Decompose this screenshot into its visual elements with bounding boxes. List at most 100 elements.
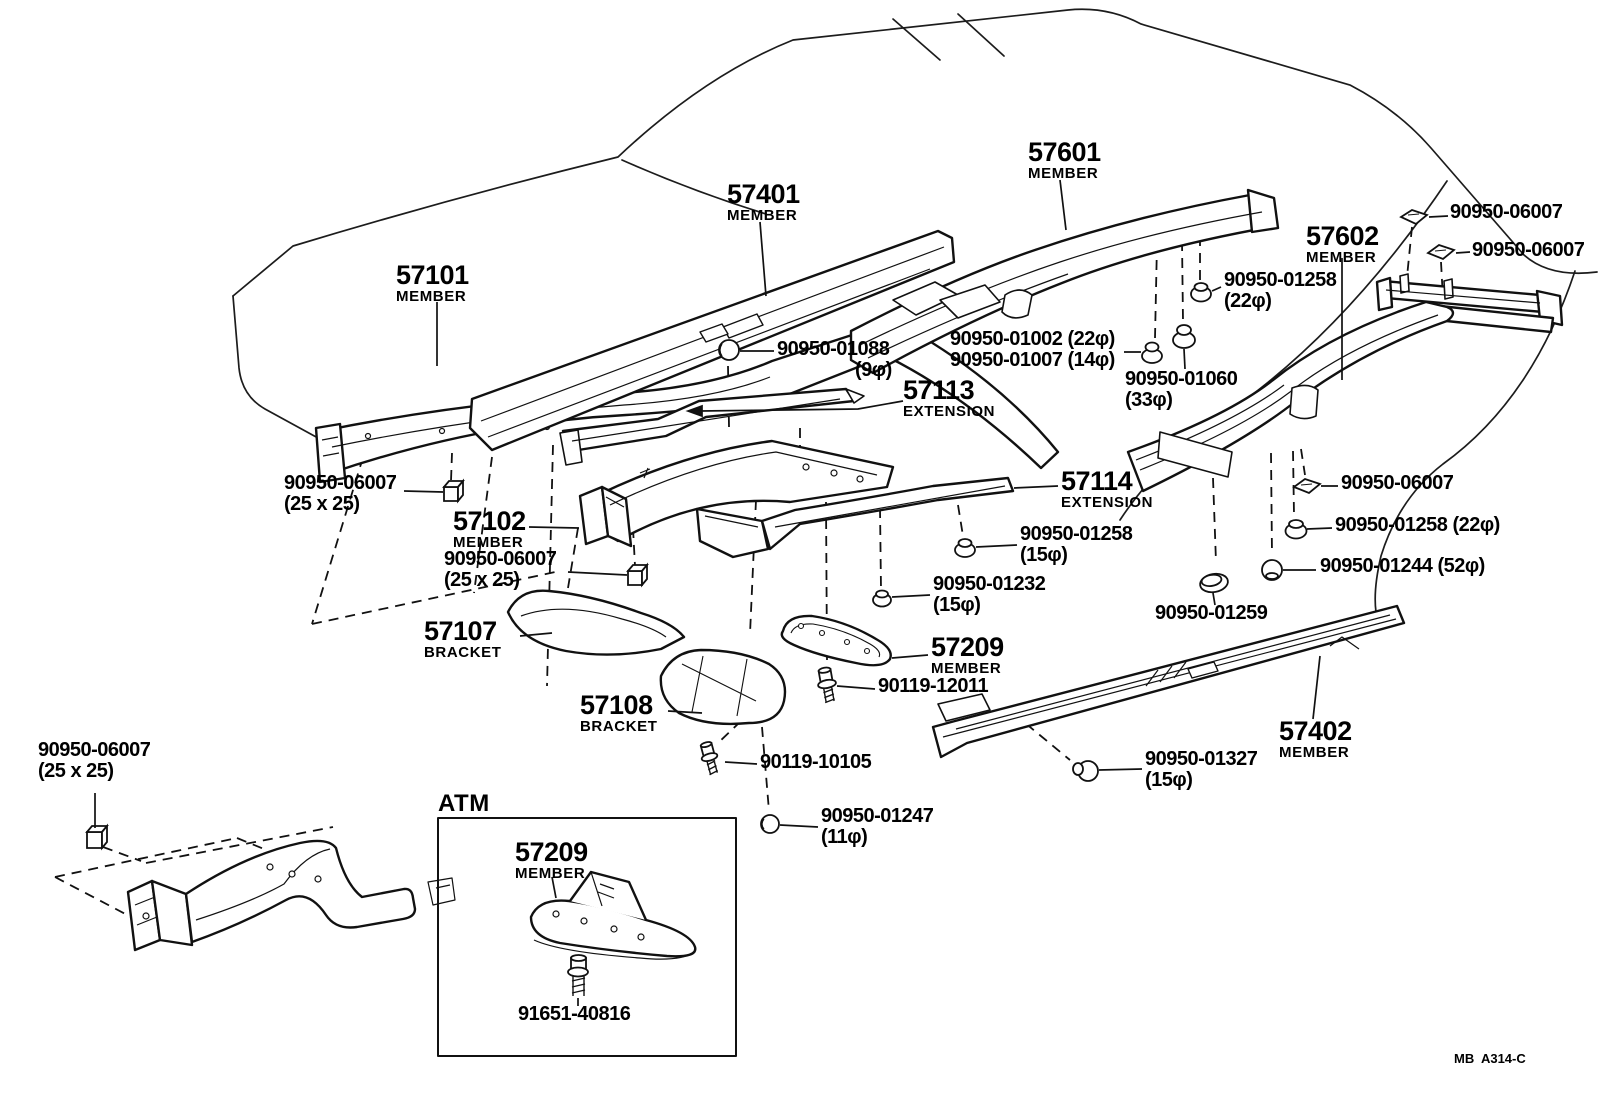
callout-90950-06007: 90950-06007(25 x 25) bbox=[284, 472, 397, 515]
part-number: 90950-06007 bbox=[1450, 201, 1563, 223]
callout-90950-01244-52-: 90950-01244 (52φ) bbox=[1320, 556, 1485, 577]
callout-90950-01259: 90950-01259 bbox=[1155, 603, 1268, 624]
callout-90119-10105: 90119-10105 bbox=[760, 751, 872, 773]
part-sub-label: (33φ) bbox=[1125, 388, 1173, 411]
part-number: 90950-01002 (22φ) bbox=[950, 328, 1115, 350]
part-number: 90119-12011 bbox=[878, 675, 989, 697]
part-number: 90950-01327 bbox=[1145, 748, 1258, 770]
cube-nut-90950-06007-bottomleft-icon bbox=[85, 823, 109, 851]
callout-90950-06007: 90950-06007(25 x 25) bbox=[38, 739, 151, 782]
part-number: 57102 bbox=[453, 506, 526, 536]
part-number: 57602 bbox=[1306, 221, 1379, 251]
part-number: 57114 bbox=[1061, 466, 1133, 496]
bottom-left-member-shape bbox=[126, 839, 456, 952]
part-number: 90950-01258 bbox=[1020, 523, 1133, 545]
part-sub-label: EXTENSION bbox=[1061, 494, 1154, 512]
part-sub-label: (15φ) bbox=[933, 593, 981, 616]
hardware-glyphs bbox=[85, 209, 1456, 996]
callout-90950-01088: 90950-01088(9φ) bbox=[777, 339, 892, 381]
atm-inset-box bbox=[437, 817, 737, 1057]
part-number: 91651-40816 bbox=[518, 1003, 631, 1025]
part-number: 57101 bbox=[396, 260, 469, 290]
part-number: 90950-06007 bbox=[284, 472, 397, 494]
nut-90950-01258-22-left-icon bbox=[1190, 282, 1212, 303]
part-number: 57209 bbox=[931, 632, 1004, 662]
part-sub-label: (9φ) bbox=[855, 358, 892, 381]
callout-90950-01002-22-: 90950-01002 (22φ)90950-01007 (14φ) bbox=[950, 329, 1115, 371]
part-sub-label: (22φ) bbox=[1224, 289, 1272, 312]
part-number: 90950-01258 bbox=[1224, 269, 1337, 291]
part-sub-label: (25 x 25) bbox=[38, 759, 114, 782]
part-sub-label: MEMBER bbox=[396, 288, 467, 306]
leader-lines bbox=[94, 179, 1471, 1006]
bracket-57107-shape bbox=[506, 589, 686, 656]
plug-90950-01088-icon bbox=[718, 339, 740, 361]
plug-90950-01259-icon bbox=[1199, 572, 1229, 594]
nut-90950-01232-icon bbox=[872, 589, 892, 608]
part-sub-label: EXTENSION bbox=[903, 403, 996, 421]
rear-crossmember-shape bbox=[1375, 273, 1564, 334]
part-number: 90950-06007 bbox=[444, 548, 557, 570]
callout-90950-01060: 90950-01060(33φ) bbox=[1125, 369, 1238, 411]
bolt-90119-10105-icon bbox=[699, 741, 719, 776]
part-number: 57108 bbox=[580, 690, 653, 720]
part-number: 57601 bbox=[1028, 137, 1101, 167]
part-number: 90950-01244 (52φ) bbox=[1320, 555, 1485, 577]
callout-90950-06007: 90950-06007 bbox=[1472, 239, 1585, 261]
part-number: 90950-06007 bbox=[1341, 472, 1454, 494]
bracket-57108-shape bbox=[659, 648, 787, 726]
part-number: 90950-01247 bbox=[821, 805, 934, 827]
plug-90950-01244-icon bbox=[1261, 559, 1283, 581]
clip-90950-06007-top2-icon bbox=[1426, 243, 1456, 261]
callout-90950-01247: 90950-01247(11φ) bbox=[821, 805, 934, 848]
clip-90950-06007-top1-icon bbox=[1399, 209, 1429, 226]
part-sub-label: (15φ) bbox=[1145, 768, 1193, 791]
part-sub-label: MEMBER bbox=[727, 207, 798, 225]
part-number: 90950-06007 bbox=[1472, 239, 1585, 261]
part-sub-label: MEMBER bbox=[1306, 249, 1377, 267]
callout-90950-01327: 90950-01327(15φ) bbox=[1145, 748, 1258, 791]
part-number: 90950-01258 (22φ) bbox=[1335, 514, 1500, 536]
part-sub-label: MEMBER bbox=[515, 865, 586, 883]
part-number: 57113 bbox=[903, 375, 975, 405]
member-57209-shape bbox=[780, 614, 892, 667]
part-number: 90950-01088 bbox=[777, 338, 890, 360]
part-sub-label: BRACKET bbox=[580, 718, 658, 736]
part-sub-label: BRACKET bbox=[424, 644, 502, 662]
part-sub-label: (25 x 25) bbox=[444, 568, 520, 591]
nut-90950-01258-22-right-icon bbox=[1284, 519, 1308, 540]
part-sub-label: 90950-01007 (14φ) bbox=[950, 348, 1115, 371]
part-number: 90119-10105 bbox=[760, 751, 872, 773]
part-number: 90950-06007 bbox=[38, 739, 151, 761]
member-57113-shape bbox=[559, 387, 865, 466]
callout-90950-06007: 90950-06007(25 x 25) bbox=[444, 548, 557, 591]
part-sub-label: (25 x 25) bbox=[284, 492, 360, 515]
part-number: 90950-01232 bbox=[933, 573, 1046, 595]
part-sub-label: MEMBER bbox=[931, 660, 1002, 678]
nut-90950-01060-icon bbox=[1172, 324, 1196, 349]
part-number: 57209 bbox=[515, 837, 588, 867]
cube-nut-90950-06007-mid-icon bbox=[626, 562, 649, 588]
part-number: 57401 bbox=[727, 179, 800, 209]
bolt-91651-40816-icon bbox=[567, 954, 589, 996]
member-57602-shape bbox=[1126, 300, 1455, 493]
atm-inset-label: ATM bbox=[438, 790, 490, 817]
part-number: 57402 bbox=[1279, 716, 1352, 746]
part-sub-label: MEMBER bbox=[1028, 165, 1099, 183]
callout-90950-01258: 90950-01258(22φ) bbox=[1224, 269, 1337, 312]
member-57401-shape bbox=[468, 229, 956, 452]
member-shapes bbox=[126, 188, 1564, 1057]
bolt-90119-12011-icon bbox=[817, 666, 837, 704]
